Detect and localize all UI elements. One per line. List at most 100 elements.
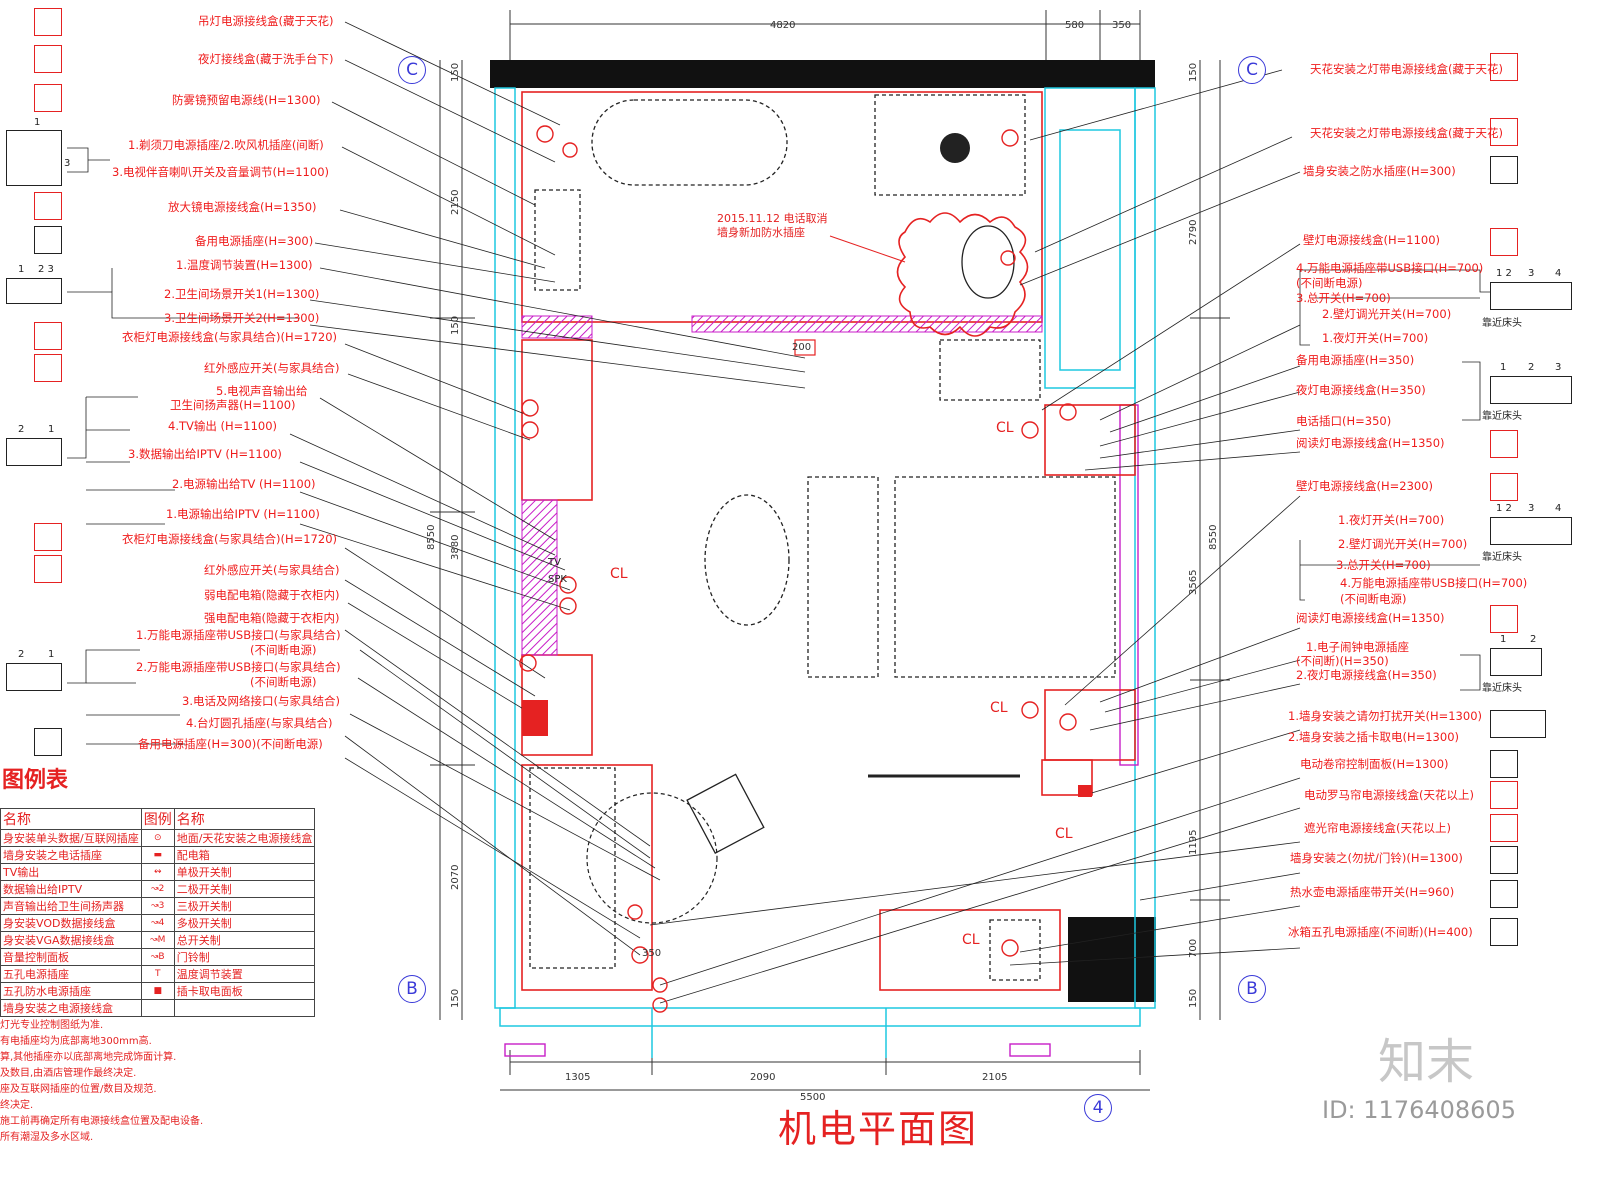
symbol-box-nightlight [34, 45, 62, 73]
legend-table: 名称 图例 名称 身安装单头数据/互联网插座⊙地面/天花安装之电源接线盒 墙身安… [0, 808, 316, 1017]
curtain-control-icon [1490, 750, 1518, 778]
axis-marker-b-right: B [1238, 975, 1266, 1003]
symbol-box-mirror [34, 84, 62, 112]
symbol-box-wall-lamp [1490, 228, 1518, 256]
legend-header-name-2: 名称 [173, 808, 316, 830]
plan-title: 机电平面图 [778, 1107, 979, 1151]
left-label-13: 5.电视声音输出给 [216, 384, 308, 398]
axis-marker-b-left: B [398, 975, 426, 1003]
dim-bottom-3: 2105 [982, 1072, 1007, 1083]
num-shaver-1: 1 [34, 117, 41, 128]
near-bed-label-1: 靠近床头 [1482, 318, 1522, 329]
num-tv-2: 2 [18, 424, 25, 435]
legend-icon-cell: ↭ [140, 863, 175, 881]
cl-mark-bed-upper: CL [996, 420, 1014, 436]
num-rpanel2-3: 3 [1528, 503, 1535, 514]
tv-socket-icon [6, 438, 62, 466]
num-rpanel2-4: 4 [1555, 503, 1562, 514]
dnd-card-switch-icon [1490, 710, 1546, 738]
revision-note: 2015.11.12 电话取消 墙身新加防水插座 [717, 212, 827, 240]
legend-cell: 五孔电源插座 [0, 965, 142, 983]
ups-socket-icon [34, 728, 62, 756]
bedside-switch-panel-2-icon [1490, 517, 1572, 545]
right-label-9: 1.夜灯开关(H=700) [1322, 331, 1429, 345]
left-label-29: 备用电源插座(H=300)(不间断电源) [138, 737, 323, 751]
symbol-box-infrared-2 [34, 555, 62, 583]
right-label-11: 夜灯电源接线盒(H=350) [1296, 383, 1426, 397]
note-line-7: 施工前再确定所有电源接线盒位置及配电设备. [0, 1116, 204, 1127]
legend-cell: 插卡取电面板 [173, 982, 316, 1000]
num-rpanel-4: 4 [1555, 268, 1562, 279]
right-label-23: 2.夜灯电源接线盒(H=350) [1296, 668, 1437, 682]
num-clock-2: 2 [1530, 634, 1537, 645]
left-label-14: 卫生间扬声器(H=1100) [170, 398, 296, 412]
legend-cell [173, 999, 316, 1017]
usb-socket-icon [6, 663, 62, 691]
legend-cell: 单极开关制 [173, 863, 316, 881]
note-line-6: 终决定. [0, 1100, 34, 1111]
dim-right-3: 1195 [1188, 830, 1199, 855]
right-label-15: 1.夜灯开关(H=700) [1338, 513, 1445, 527]
left-label-16: 3.数据输出给IPTV (H=1100) [128, 447, 282, 461]
right-label-21: 1.电子闹钟电源插座 [1306, 640, 1409, 654]
legend-cell: 多极开关制 [173, 914, 316, 932]
left-label-22: 强电配电箱(隐藏于衣柜内) [204, 611, 340, 625]
left-label-1: 吊灯电源接线盒(藏于天花) [198, 14, 334, 28]
axis-marker-c-left: C [398, 56, 426, 84]
num-rpanel2-12: 1 2 [1496, 503, 1512, 514]
watermark-id: ID: 1176408605 [1322, 1096, 1516, 1124]
dim-right-small-1: 150 [1188, 63, 1199, 82]
left-label-18: 1.电源输出给IPTV (H=1100) [166, 507, 320, 521]
left-label-12: 红外感应开关(与家具结合) [204, 361, 340, 375]
legend-icon-cell: ■ [140, 982, 175, 1000]
symbol-box-pendant [34, 8, 62, 36]
right-label-19: (不间断电源) [1340, 592, 1407, 606]
right-label-12: 电话插口(H=350) [1296, 414, 1392, 428]
dim-bottom-1: 1305 [565, 1072, 590, 1083]
dim-350: 350 [642, 948, 661, 959]
bedside-socket-panel-icon [1490, 376, 1572, 404]
legend-row: 五孔防水电源插座■插卡取电面板 [0, 982, 316, 1000]
note-line-1: 灯光专业控制图纸为准. [0, 1020, 104, 1031]
dim-bottom-total: 5500 [800, 1092, 825, 1103]
dim-left-2: 3880 [450, 535, 461, 560]
left-label-26: (不间断电源) [250, 675, 317, 689]
left-label-24: (不间断电源) [250, 643, 317, 657]
symbol-box-roman-blind [1490, 781, 1518, 809]
legend-cell: 墙身安装之电话插座 [0, 846, 142, 864]
dim-top-3: 350 [1112, 20, 1131, 31]
right-label-3: 墙身安装之防水插座(H=300) [1303, 164, 1456, 178]
num-shaver-3: 3 [64, 158, 71, 169]
legend-icon-cell: ↝4 [140, 914, 175, 932]
right-label-27: 电动罗马帘电源接线盒(天花以上) [1304, 788, 1474, 802]
right-label-10: 备用电源插座(H=350) [1296, 353, 1415, 367]
legend-cell: 五孔防水电源插座 [0, 982, 142, 1000]
legend-cell: 声音输出给卫生间扬声器 [0, 897, 142, 915]
symbol-box-magnifier [34, 192, 62, 220]
revision-note-line-1: 2015.11.12 电话取消 [717, 212, 828, 225]
cl-mark-entry: CL [1055, 826, 1073, 842]
left-label-19: 衣柜灯电源接线盒(与家具结合)(H=1720) [122, 532, 337, 546]
left-label-11: 衣柜灯电源接线盒(与家具结合)(H=1720) [122, 330, 337, 344]
dim-left-3: 2070 [450, 865, 461, 890]
right-label-2: 天花安装之灯带电源接线盒(藏于天花) [1310, 126, 1503, 140]
note-line-4: 及数目,由酒店管理作最终决定. [0, 1068, 137, 1079]
symbol-box-wardrobe-light-2 [34, 523, 62, 551]
right-label-4: 壁灯电源接线盒(H=1100) [1303, 233, 1441, 247]
left-label-21: 弱电配电箱(隐藏于衣柜内) [204, 588, 340, 602]
bedside-switch-panel-icon [1490, 282, 1572, 310]
symbol-box-wall-lamp-2 [1490, 473, 1518, 501]
dim-right-1: 2790 [1188, 220, 1199, 245]
legend-icon-cell: T [140, 965, 175, 983]
num-rsock-3: 3 [1555, 362, 1562, 373]
right-label-8: 2.壁灯调光开关(H=700) [1322, 307, 1452, 321]
symbol-box-ceiling-strip-1 [1490, 53, 1518, 81]
left-label-10: 3.卫生间场景开关2(H=1300) [164, 311, 320, 325]
right-label-6: (不间断电源) [1296, 276, 1363, 290]
legend-cell: 数据输出给IPTV [0, 880, 142, 898]
right-label-29: 墙身安装之(勿扰/门铃)(H=1300) [1290, 851, 1463, 865]
dim-right-outer: 8550 [1208, 525, 1219, 550]
